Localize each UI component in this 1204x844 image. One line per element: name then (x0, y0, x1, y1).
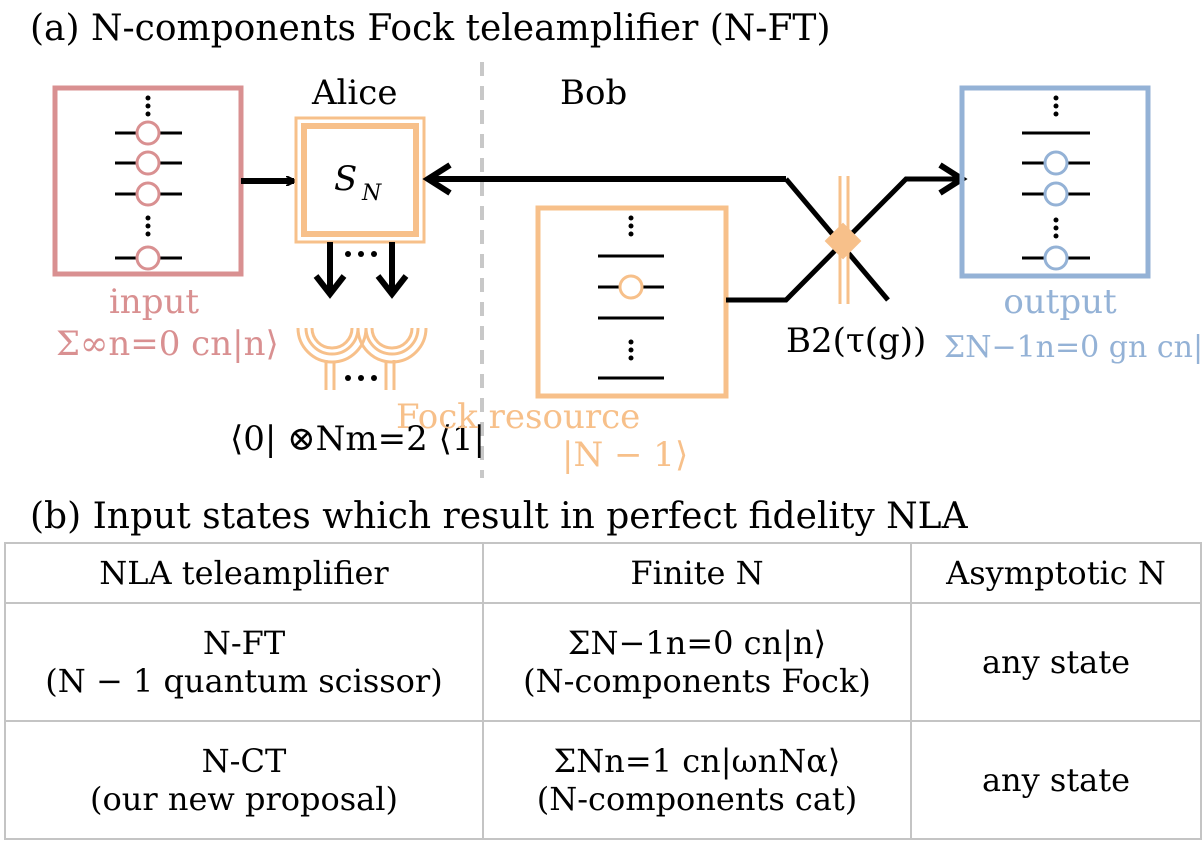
amplifier-note: (N − 1 quantum scissor) (45, 662, 443, 700)
detector-ellipsis (345, 375, 377, 381)
table-row: N-FT (N − 1 quantum scissor) ΣN−1n=0 cn|… (4, 602, 1202, 722)
results-table: NLA teleamplifier Finite N Asymptotic N … (4, 542, 1202, 840)
table-cell: any state (910, 602, 1202, 722)
table-cell: N-FT (N − 1 quantum scissor) (4, 602, 484, 722)
projection-label: ⟨0| ⊗Nm=2 ⟨1| (230, 419, 485, 459)
alice-ellipsis-top (345, 251, 377, 257)
header-cell: Finite N (482, 542, 912, 604)
header-cell: Asymptotic N (910, 542, 1202, 604)
input-state: Σ∞n=0 cn|n⟩ (56, 324, 279, 364)
operator-label: S (334, 159, 357, 199)
alice-label: Alice (311, 73, 397, 113)
finite-note: (N-components Fock) (523, 662, 871, 700)
teleport-channel-arrowhead (422, 162, 452, 196)
alice-operator-box (294, 116, 426, 244)
table-cell: N-CT (our new proposal) (4, 720, 484, 840)
table-cell: ΣN−1n=0 cn|n⟩ (N-components Fock) (482, 602, 912, 722)
input-state-box (52, 85, 244, 277)
table-cell: ΣNn=1 cn|ωnNα⟩ (N-components cat) (482, 720, 912, 840)
beamsplitter-label: B2(τ(g)) (786, 321, 926, 361)
amplifier-note: (our new proposal) (90, 780, 398, 818)
fock-resource-box (535, 205, 729, 399)
bob-label: Bob (560, 73, 627, 113)
panel-a-title: (a) N-components Fock teleamplifier (N-F… (30, 8, 831, 49)
photon-detectors (296, 327, 428, 390)
operator-subscript: N (361, 181, 382, 206)
output-label: output (1003, 282, 1117, 322)
header-cell: NLA teleamplifier (4, 542, 484, 604)
results-table-container: NLA teleamplifier Finite N Asymptotic N … (4, 542, 1202, 840)
amplifier-name: N-FT (202, 624, 286, 662)
finite-note: (N-components cat) (536, 780, 858, 818)
resource-label: Fock resource (396, 397, 640, 437)
output-state-box (959, 85, 1151, 279)
beamsplitter (824, 176, 862, 304)
output-state: ΣN−1n=0 gn cn|n⟩ (944, 330, 1204, 365)
finite-state: ΣN−1n=0 cn|n⟩ (567, 624, 827, 662)
resource-state: |N − 1⟩ (562, 435, 688, 475)
asymptotic-value: any state (981, 761, 1131, 799)
table-header-row: NLA teleamplifier Finite N Asymptotic N (4, 542, 1202, 604)
input-label: input (109, 282, 199, 322)
amplifier-name: N-CT (201, 742, 287, 780)
table-cell: any state (910, 720, 1202, 840)
panel-b-title: (b) Input states which result in perfect… (30, 496, 969, 537)
finite-state: ΣNn=1 cn|ωnNα⟩ (553, 742, 841, 780)
table-row: N-CT (our new proposal) ΣNn=1 cn|ωnNα⟩ (… (4, 720, 1202, 840)
alice-output-arrows (313, 242, 409, 299)
asymptotic-value: any state (981, 643, 1131, 681)
fock-teleamplifier-diagram: (a) N-components Fock teleamplifier (N-F… (30, 8, 1204, 537)
